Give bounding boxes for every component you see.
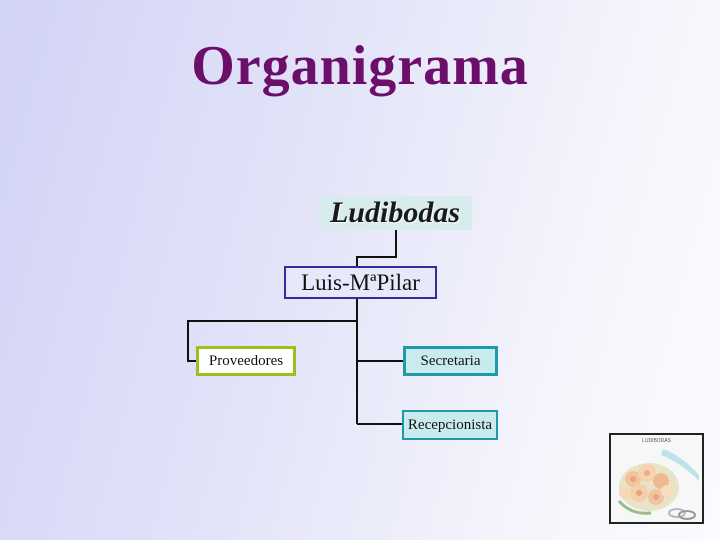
wedding-bouquet-image: LUDIBODAS (609, 433, 704, 524)
connector-top-manager (356, 230, 397, 266)
org-node-receptionist: Recepcionista (402, 410, 498, 440)
org-node-manager: Luis-MªPilar (284, 266, 437, 299)
photo-caption: LUDIBODAS (642, 438, 671, 444)
org-node-ludibodas: Ludibodas (318, 196, 472, 230)
connector-suppliers (187, 320, 357, 362)
org-node-secretary: Secretaria (403, 346, 498, 376)
org-node-suppliers: Proveedores (196, 346, 296, 376)
page-title: Organigrama (191, 35, 529, 97)
